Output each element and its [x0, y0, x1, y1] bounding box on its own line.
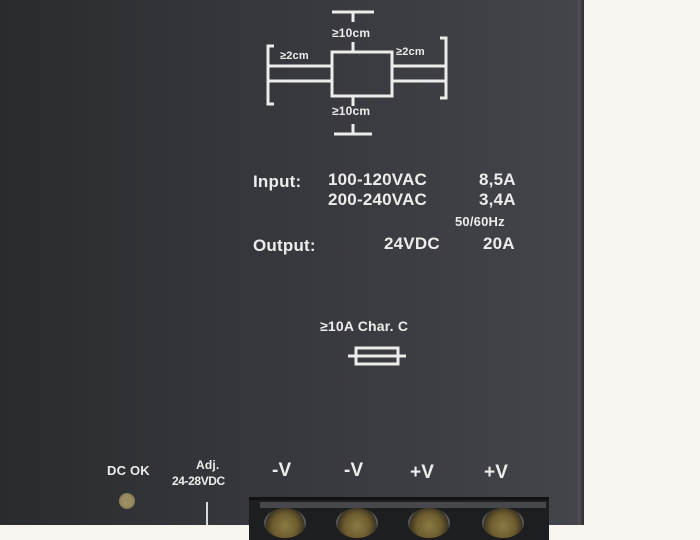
input-label: Input:: [253, 172, 302, 191]
fuse-rating-label: ≥10A Char. C: [320, 318, 409, 334]
dc-ok-label: DC OK: [107, 463, 150, 478]
output-label: Output:: [253, 236, 316, 255]
input-voltage-2: 200-240VAC: [328, 190, 428, 209]
clearance-bottom-label: ≥10cm: [332, 104, 371, 118]
adj-range-label: 24-28VDC: [172, 474, 225, 488]
output-current: 20A: [483, 234, 515, 253]
frequency-label: 50/60Hz: [455, 214, 505, 229]
panel-edge: [578, 0, 584, 525]
input-current-2: 3,4A: [479, 190, 516, 209]
clearance-diagram-icon: [266, 10, 448, 136]
clearance-right-label: ≥2cm: [396, 46, 425, 58]
terminal-label-pos-2: +V: [484, 462, 509, 483]
clearance-top-label: ≥10cm: [332, 26, 371, 40]
terminal-screw-pos-1[interactable]: [408, 508, 450, 538]
dc-ok-led: [119, 493, 135, 509]
terminal-screw-pos-2[interactable]: [482, 508, 524, 538]
terminal-label-neg-2: -V: [344, 460, 364, 481]
terminal-label-pos-1: +V: [410, 462, 435, 483]
adjust-potentiometer[interactable]: [206, 502, 208, 525]
clearance-left-label: ≥2cm: [280, 50, 309, 62]
output-voltage: 24VDC: [384, 234, 440, 253]
background-wall: [584, 0, 700, 525]
input-current-1: 8,5A: [479, 170, 516, 189]
terminal-screw-neg-2[interactable]: [336, 508, 378, 538]
adj-label: Adj.: [196, 458, 220, 472]
input-voltage-1: 100-120VAC: [328, 170, 428, 189]
terminal-rail: [260, 502, 546, 508]
terminal-screw-neg-1[interactable]: [264, 508, 306, 538]
fuse-icon: [348, 346, 406, 366]
terminal-label-neg-1: -V: [272, 460, 292, 481]
power-supply-panel: [0, 0, 582, 525]
